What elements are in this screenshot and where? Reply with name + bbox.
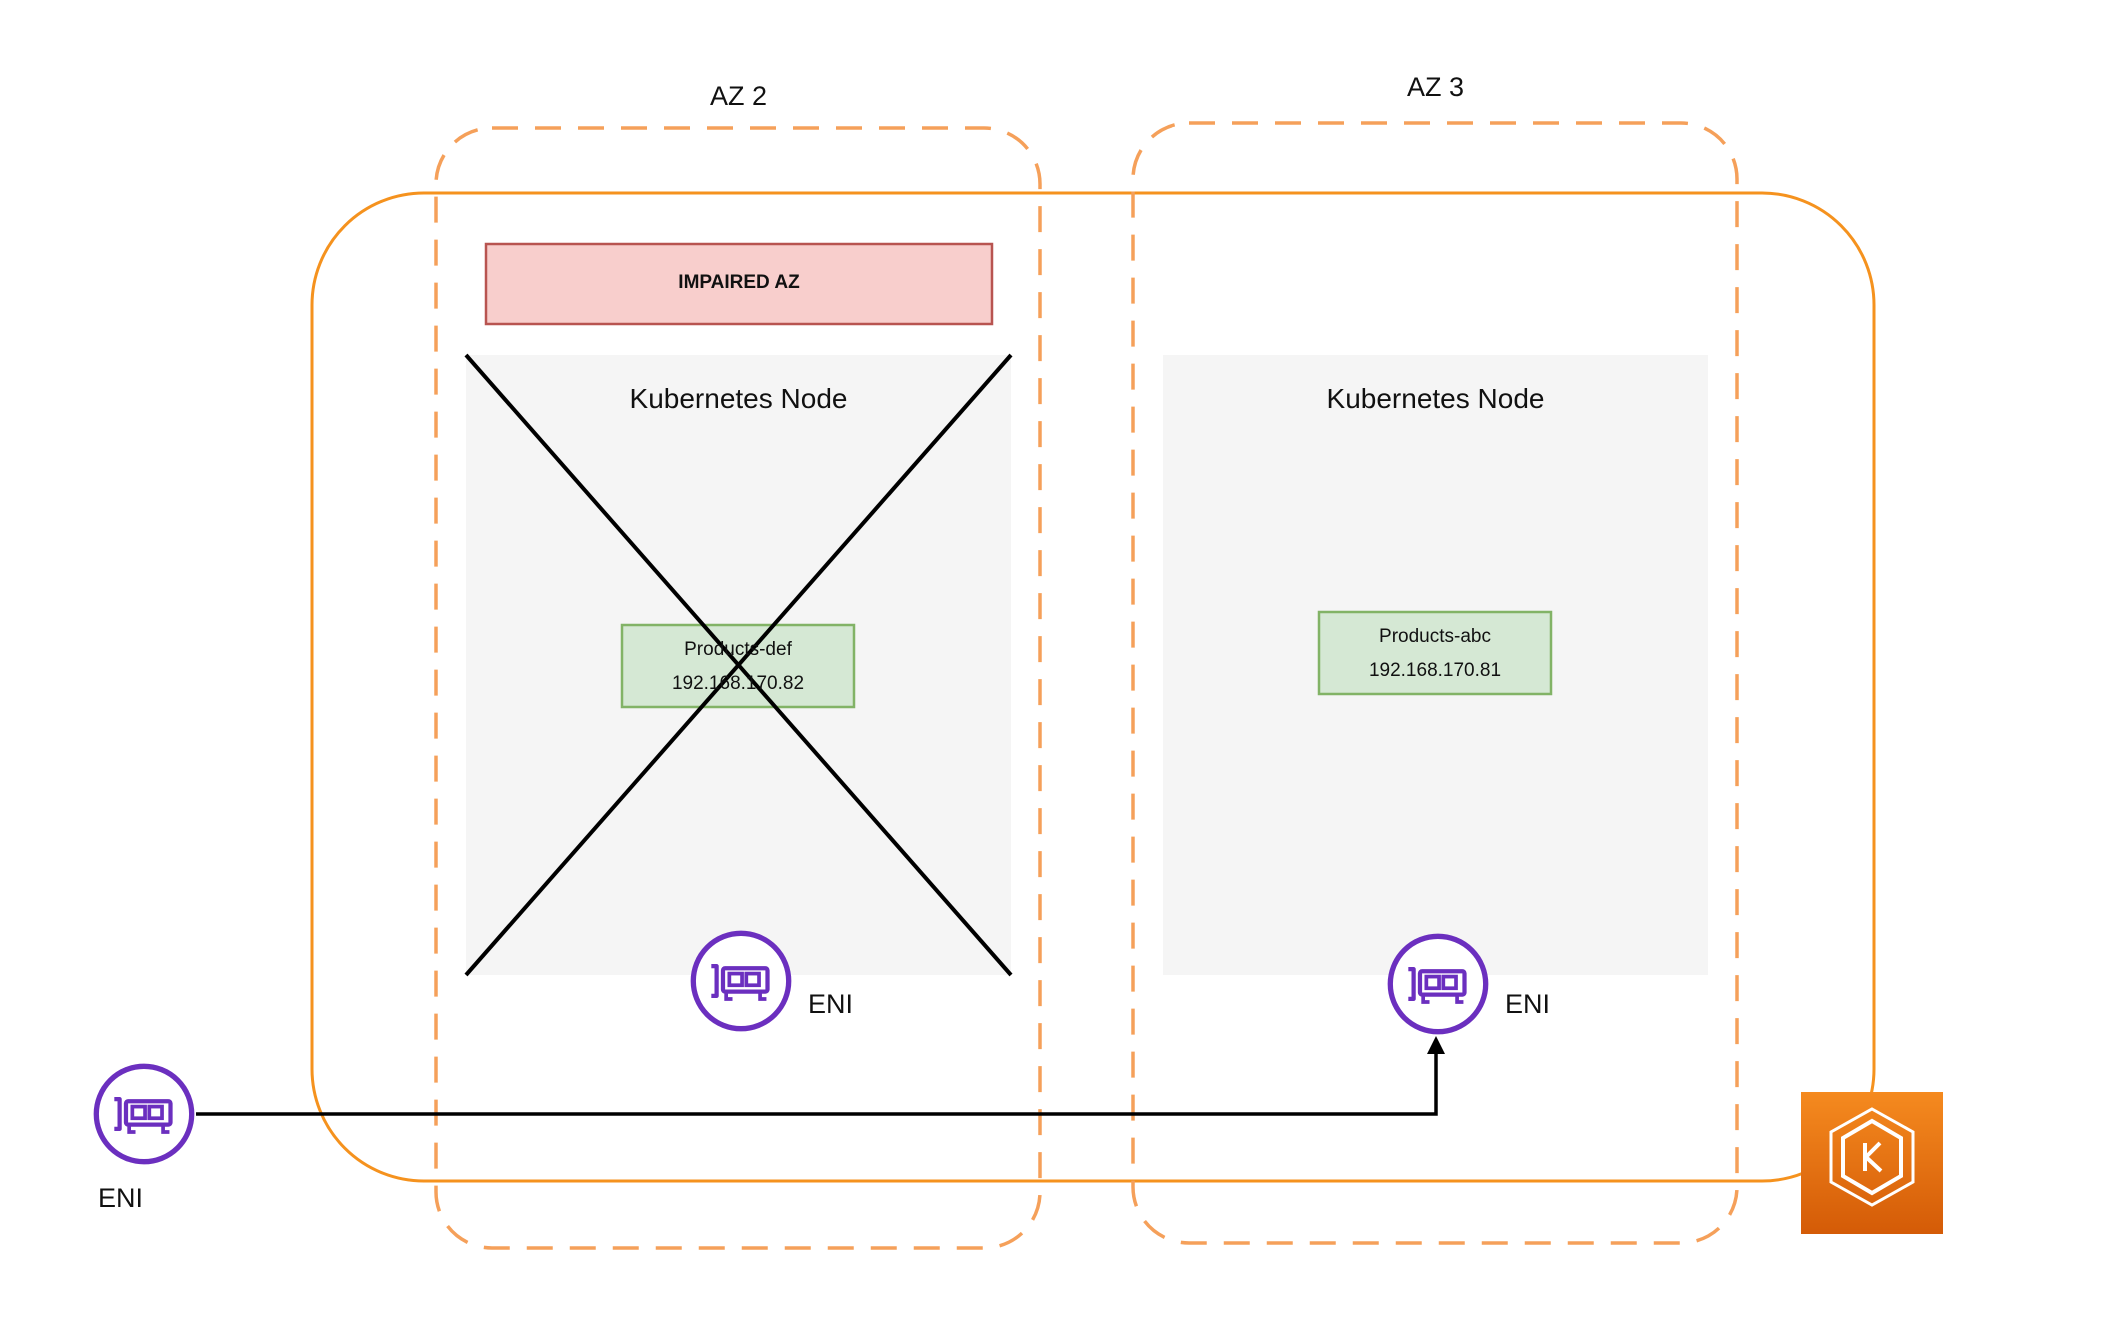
eks-icon xyxy=(1801,1092,1943,1234)
node-az3-label: Kubernetes Node xyxy=(1326,383,1545,414)
failure-cross-icon xyxy=(464,353,1013,977)
az2-boundary xyxy=(434,126,1042,1250)
az3-label: AZ 3 xyxy=(1407,72,1465,102)
eni-connection-arrow xyxy=(196,1050,1438,1116)
cluster-boundary xyxy=(310,191,1876,1183)
pod-products-abc-ip: 192.168.170.81 xyxy=(1368,660,1502,681)
pod-products-abc-box xyxy=(1317,610,1553,696)
external-eni-label: ENI xyxy=(98,1183,144,1213)
eni-icon xyxy=(96,1066,191,1161)
impaired-az-banner xyxy=(484,242,994,326)
arrow-head xyxy=(1427,1036,1445,1054)
az2-label: AZ 2 xyxy=(710,81,768,111)
eni-icon xyxy=(1390,936,1485,1031)
az3-boundary xyxy=(1131,121,1739,1245)
pod-products-abc-name: Products-abc xyxy=(1379,626,1491,647)
impaired-az-label: IMPAIRED AZ xyxy=(678,272,800,293)
node-az3-eni-label: ENI xyxy=(1505,989,1551,1019)
node-az2-label: Kubernetes Node xyxy=(629,383,848,414)
node-az2-eni-label: ENI xyxy=(808,989,854,1019)
pod-products-def-ip: 192.168.170.82 xyxy=(671,673,805,694)
pod-products-def-name: Products-def xyxy=(684,639,792,660)
eni-icon xyxy=(693,933,788,1028)
